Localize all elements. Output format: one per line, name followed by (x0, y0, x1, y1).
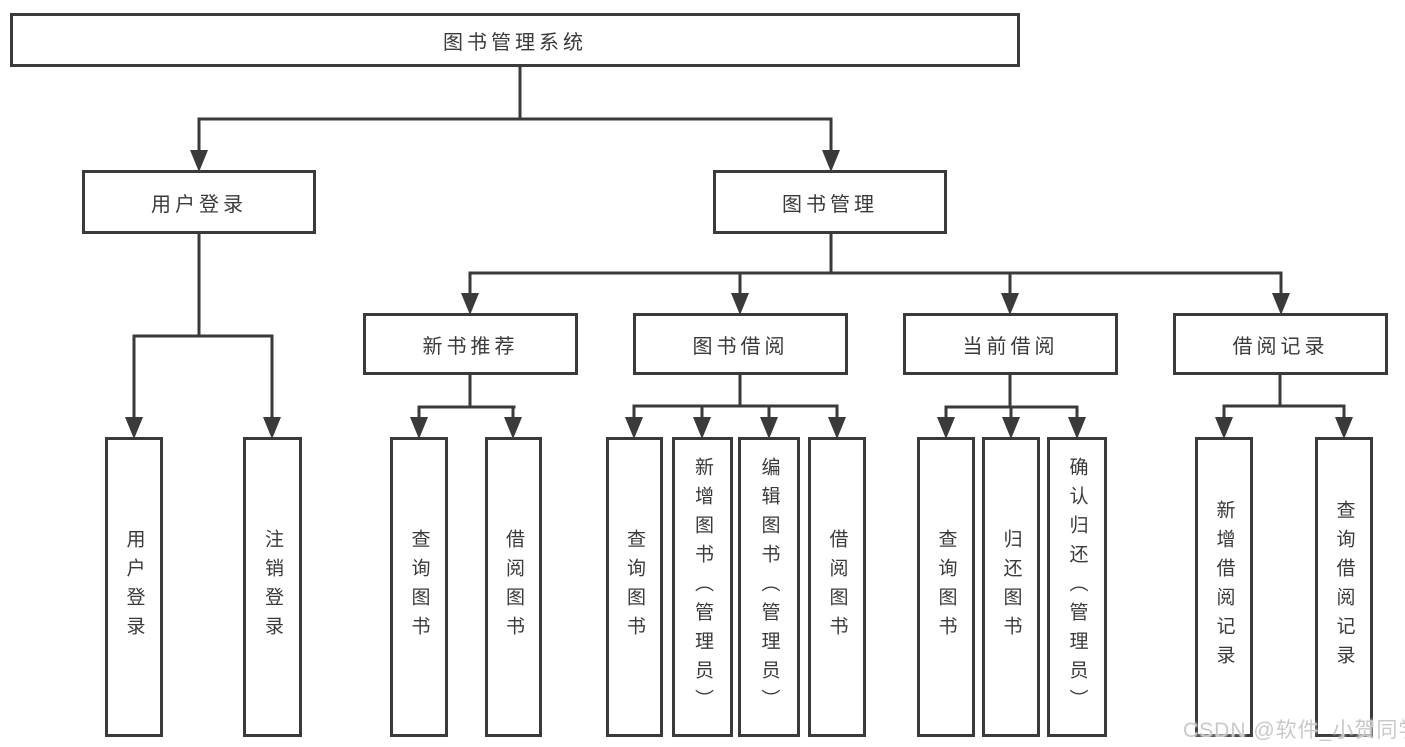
node-label: 图书借阅 (692, 335, 789, 358)
node-label: 归还图书 (1000, 529, 1022, 645)
node-label: 确认归还（管理员） (1066, 456, 1088, 718)
csdn-watermark: CSDN @软件_小贺同学 (1183, 719, 1405, 742)
arrowhead-down-icon (1215, 417, 1233, 439)
arrowhead-down-icon (504, 417, 522, 439)
arrowhead-down-icon (731, 293, 749, 315)
node-label: 当前借阅 (962, 335, 1059, 358)
node-label: 新增借阅记录 (1213, 500, 1235, 674)
node-label: 查询图书 (408, 529, 430, 645)
leaf-borrow-book: 借阅图书 (808, 437, 866, 737)
leaf-query-books-current: 查询图书 (917, 437, 975, 737)
leaf-edit-book-admin: 编辑图书（管理员） (738, 437, 800, 737)
node-label: 用户登录 (123, 529, 145, 645)
arrowhead-down-icon (625, 417, 643, 439)
node-label: 查询图书 (935, 529, 957, 645)
leaf-logout: 注销登录 (243, 437, 302, 737)
node-root-library-system: 图书管理系统 (10, 13, 1020, 67)
arrowhead-down-icon (693, 417, 711, 439)
leaf-user-login: 用户登录 (105, 437, 163, 737)
leaf-confirm-return-admin: 确认归还（管理员） (1047, 437, 1107, 737)
arrowhead-down-icon (1068, 417, 1086, 439)
leaf-query-books-recommend: 查询图书 (390, 437, 448, 737)
node-label: 查询图书 (624, 529, 645, 645)
node-label: 注销登录 (262, 529, 283, 645)
node-book-management: 图书管理 (713, 170, 947, 234)
node-label: 用户登录 (151, 193, 247, 216)
node-label: 借阅记录 (1232, 335, 1329, 358)
arrowheads (125, 150, 1353, 439)
node-label: 借阅图书 (503, 529, 524, 645)
arrowhead-down-icon (461, 293, 479, 315)
node-user-login: 用户登录 (82, 170, 316, 234)
arrowhead-down-icon (190, 150, 208, 172)
arrowhead-down-icon (828, 417, 846, 439)
node-borrow-records: 借阅记录 (1173, 313, 1388, 375)
leaf-borrow-book-recommend: 借阅图书 (485, 437, 542, 737)
node-label: 新增图书（管理员） (692, 456, 713, 718)
node-new-book-recommend: 新书推荐 (363, 313, 578, 375)
leaf-query-borrow-record: 查询借阅记录 (1315, 437, 1373, 737)
leaf-return-book: 归还图书 (982, 437, 1040, 737)
arrowhead-down-icon (410, 417, 428, 439)
node-label: 新书推荐 (422, 335, 519, 358)
arrowhead-down-icon (1335, 417, 1353, 439)
arrowhead-down-icon (1001, 293, 1019, 315)
arrowhead-down-icon (125, 417, 143, 439)
arrowhead-down-icon (822, 150, 840, 172)
arrowhead-down-icon (1272, 293, 1290, 315)
node-book-borrowing: 图书借阅 (633, 313, 848, 375)
node-label: 图书管理系统 (443, 31, 587, 54)
arrowhead-down-icon (760, 417, 778, 439)
arrowhead-down-icon (263, 417, 281, 439)
node-label: 查询借阅记录 (1333, 500, 1355, 674)
node-label: 借阅图书 (826, 529, 848, 645)
leaf-add-book-admin: 新增图书（管理员） (672, 437, 733, 737)
node-label: 图书管理 (782, 193, 878, 216)
leaf-query-books: 查询图书 (606, 437, 663, 737)
node-label: 编辑图书（管理员） (758, 456, 780, 718)
arrowhead-down-icon (937, 417, 955, 439)
arrowhead-down-icon (1002, 417, 1020, 439)
leaf-add-borrow-record: 新增借阅记录 (1195, 437, 1253, 737)
node-current-borrowing: 当前借阅 (903, 313, 1118, 375)
